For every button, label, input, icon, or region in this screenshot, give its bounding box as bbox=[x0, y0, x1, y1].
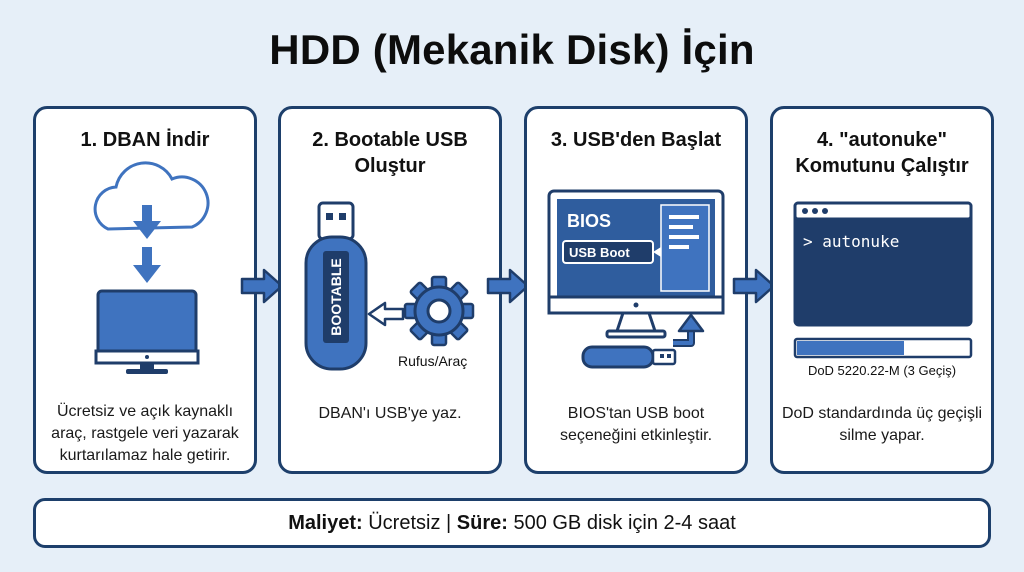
progress-label: DoD 5220.22-M (3 Geçiş) bbox=[807, 363, 957, 378]
terminal-command: > autonuke bbox=[803, 232, 899, 251]
step-title: 4. "autonuke" Komutunu Çalıştır bbox=[795, 129, 969, 177]
monitor-icon bbox=[94, 289, 200, 374]
step-description: DBAN'ı USB'ye yaz. bbox=[318, 405, 462, 422]
cost-value: Ücretsiz | bbox=[362, 511, 457, 534]
tool-label: Rufus/Araç bbox=[398, 353, 468, 369]
cost-label: Maliyet: bbox=[288, 511, 363, 534]
step-card-1: 1. DBAN İndir Ücretsiz ve açık kaynaklı … bbox=[33, 106, 257, 474]
summary-footer: Maliyet: Ücretsiz | Süre: 500 GB disk iç… bbox=[33, 498, 991, 548]
step-title: 2. Bootable USB Oluştur bbox=[312, 129, 468, 177]
step-card-3: 3. USB'den Başlat BIOS USB Boot BIOS'tan… bbox=[524, 106, 748, 474]
usb-label: BOOTABLE bbox=[328, 258, 344, 336]
step-description: Ücretsiz ve açık kaynaklı araç, rastgele… bbox=[51, 403, 239, 464]
step-description: BIOS'tan USB boot seçeneğini etkinleştir… bbox=[559, 405, 713, 444]
usb-drive-icon: BOOTABLE bbox=[304, 201, 405, 371]
step-card-4: 4. "autonuke" Komutunu Çalıştır > autonu… bbox=[770, 106, 994, 474]
duration-label: Süre: bbox=[456, 511, 508, 534]
step-card-2: 2. Bootable USB Oluştur BOOTABLE bbox=[278, 106, 502, 474]
bios-label: BIOS bbox=[567, 211, 611, 231]
gear-icon bbox=[403, 275, 475, 347]
page-title: HDD (Mekanik Disk) İçin bbox=[269, 26, 755, 73]
progress-bar bbox=[793, 337, 973, 359]
bios-monitor-icon: BIOS USB Boot bbox=[547, 189, 725, 339]
boot-option: USB Boot bbox=[569, 245, 630, 260]
duration-value: 500 GB disk için 2-4 saat bbox=[507, 511, 736, 534]
arrow-right-icon bbox=[486, 268, 530, 304]
arrow-right-icon bbox=[240, 268, 284, 304]
step-title: 1. DBAN İndir bbox=[80, 129, 210, 151]
step-title: 3. USB'den Başlat bbox=[550, 129, 722, 151]
usb-drive-icon bbox=[581, 313, 705, 369]
arrow-right-icon bbox=[732, 268, 776, 304]
terminal-icon: > autonuke bbox=[793, 201, 973, 327]
cloud-download-icon bbox=[93, 161, 210, 283]
step-description: DoD standardında üç geçişli silme yapar. bbox=[781, 405, 983, 444]
